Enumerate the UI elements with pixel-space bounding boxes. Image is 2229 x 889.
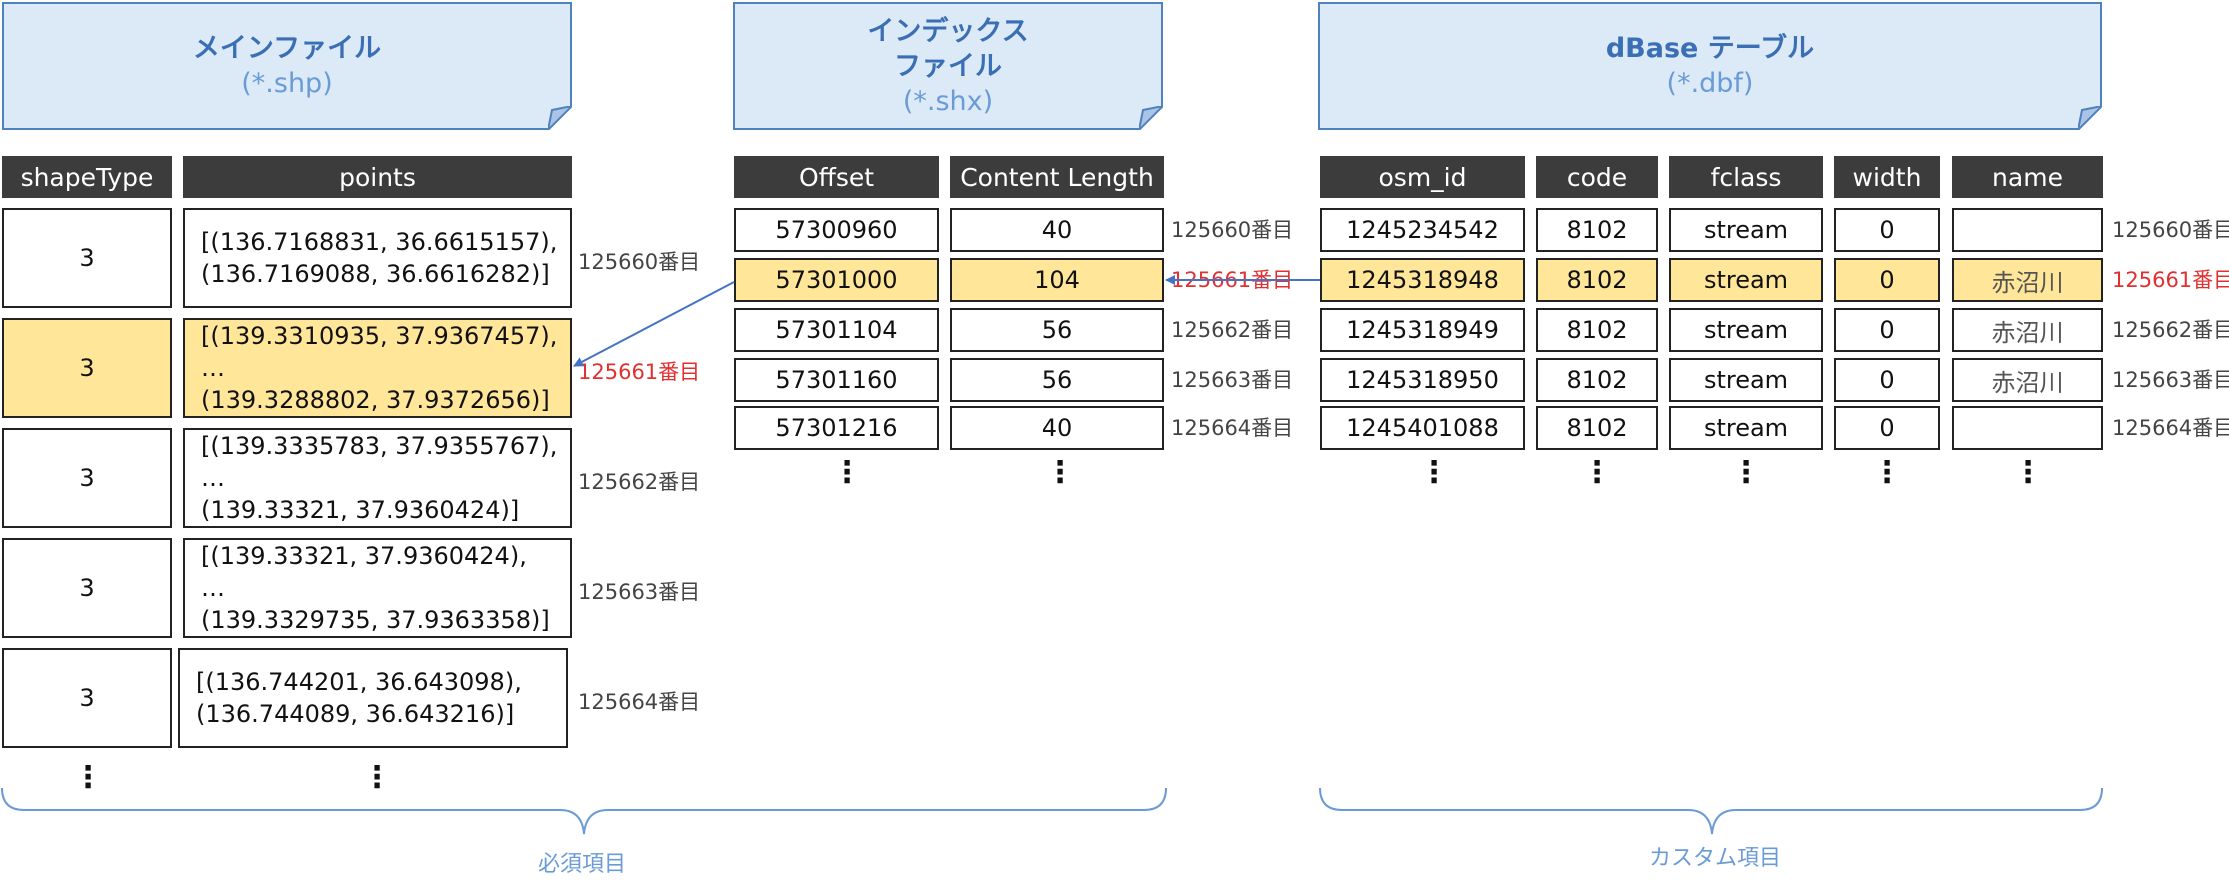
offset-cell: 57301216 [734, 406, 939, 450]
row-index-label: 125662番目 [2112, 318, 2229, 342]
main-file-note: メインファイル (*.shp) [2, 2, 572, 130]
ellipsis-vertical: ⋮ [832, 455, 862, 490]
column-header-name: name [1952, 156, 2103, 198]
row-index-label: 125661番目 [578, 360, 701, 384]
column-header-width: width [1834, 156, 1940, 198]
shapetype-cell: 3 [2, 428, 172, 528]
brace-required [1, 787, 1167, 835]
column-header-content-length: Content Length [950, 156, 1164, 198]
code-cell: 8102 [1536, 208, 1658, 252]
offset-cell: 57300960 [734, 208, 939, 252]
index-file-title-line1: インデックス [867, 15, 1029, 47]
column-header-shapetype: shapeType [2, 156, 172, 198]
row-index-label: 125661番目 [2112, 268, 2229, 292]
osm-id-cell: 1245318949 [1320, 308, 1525, 352]
row-index-label: 125662番目 [1171, 318, 1294, 342]
index-file-title-line2: ファイル [894, 50, 1002, 82]
name-cell: 赤沼川 [1952, 258, 2103, 302]
osm-id-cell: 1245401088 [1320, 406, 1525, 450]
main-file-subtitle: (*.shp) [241, 68, 333, 99]
column-header-fclass: fclass [1669, 156, 1823, 198]
shapetype-cell: 3 [2, 648, 172, 748]
row-index-label: 125663番目 [578, 580, 701, 604]
name-cell [1952, 406, 2103, 450]
points-cell: [(139.33321, 37.9360424), … (139.3329735… [183, 538, 572, 638]
dbase-file-title: dBase テーブル [1605, 33, 1815, 64]
row-index-label: 125663番目 [2112, 368, 2229, 392]
dbase-file-note: dBase テーブル (*.dbf) [1318, 2, 2102, 130]
name-cell: 赤沼川 [1952, 358, 2103, 402]
fclass-cell: stream [1669, 406, 1823, 450]
column-header-osm-id: osm_id [1320, 156, 1525, 198]
ellipsis-vertical: ⋮ [362, 760, 392, 795]
ellipsis-vertical: ⋮ [73, 760, 103, 795]
content-length-cell: 40 [950, 406, 1164, 450]
ellipsis-vertical: ⋮ [1045, 455, 1075, 490]
points-cell: [(139.3335783, 37.9355767), … (139.33321… [183, 428, 572, 528]
fclass-cell: stream [1669, 258, 1823, 302]
shapetype-cell: 3 [2, 538, 172, 638]
brace-custom [1319, 787, 2103, 835]
content-length-cell: 104 [950, 258, 1164, 302]
width-cell: 0 [1834, 358, 1940, 402]
width-cell: 0 [1834, 406, 1940, 450]
row-index-label: 125662番目 [578, 470, 701, 494]
column-header-offset: Offset [734, 156, 939, 198]
shapetype-cell: 3 [2, 208, 172, 308]
fclass-cell: stream [1669, 358, 1823, 402]
index-file-note: インデックス ファイル (*.shx) [733, 2, 1163, 130]
code-cell: 8102 [1536, 308, 1658, 352]
osm-id-cell: 1245234542 [1320, 208, 1525, 252]
column-header-code: code [1536, 156, 1658, 198]
fclass-cell: stream [1669, 308, 1823, 352]
ellipsis-vertical: ⋮ [2013, 455, 2043, 490]
points-cell: [(136.744201, 36.643098), (136.744089, 3… [178, 648, 568, 748]
offset-cell: 57301104 [734, 308, 939, 352]
shapetype-cell: 3 [2, 318, 172, 418]
name-cell: 赤沼川 [1952, 308, 2103, 352]
content-length-cell: 56 [950, 308, 1164, 352]
offset-cell: 57301000 [734, 258, 939, 302]
index-file-subtitle: (*.shx) [902, 85, 994, 117]
osm-id-cell: 1245318948 [1320, 258, 1525, 302]
ellipsis-vertical: ⋮ [1731, 455, 1761, 490]
row-index-label: 125663番目 [1171, 368, 1294, 392]
offset-cell: 57301160 [734, 358, 939, 402]
main-file-title: メインファイル [192, 33, 382, 64]
width-cell: 0 [1834, 308, 1940, 352]
row-index-label: 125664番目 [578, 690, 701, 714]
row-index-label: 125660番目 [1171, 218, 1294, 242]
folded-corner-icon [1139, 106, 1163, 130]
ellipsis-vertical: ⋮ [1872, 455, 1902, 490]
folded-corner-icon [548, 106, 572, 130]
row-index-label: 125664番目 [1171, 416, 1294, 440]
dbase-file-subtitle: (*.dbf) [1666, 68, 1754, 99]
ellipsis-vertical: ⋮ [1582, 455, 1612, 490]
width-cell: 0 [1834, 258, 1940, 302]
row-index-label: 125660番目 [2112, 218, 2229, 242]
arrow-index-to-main [573, 281, 735, 367]
name-cell [1952, 208, 2103, 252]
osm-id-cell: 1245318950 [1320, 358, 1525, 402]
code-cell: 8102 [1536, 406, 1658, 450]
width-cell: 0 [1834, 208, 1940, 252]
ellipsis-vertical: ⋮ [1419, 455, 1449, 490]
brace-label-custom: カスタム項目 [1649, 846, 1782, 871]
brace-label-required: 必須項目 [538, 852, 627, 877]
row-index-label: 125660番目 [578, 250, 701, 274]
code-cell: 8102 [1536, 358, 1658, 402]
fclass-cell: stream [1669, 208, 1823, 252]
row-index-label: 125664番目 [2112, 416, 2229, 440]
points-cell: [(139.3310935, 37.9367457), … (139.32888… [183, 318, 572, 418]
column-header-points: points [183, 156, 572, 198]
code-cell: 8102 [1536, 258, 1658, 302]
points-cell: [(136.7168831, 36.6615157), (136.7169088… [183, 208, 572, 308]
content-length-cell: 56 [950, 358, 1164, 402]
folded-corner-icon [2078, 106, 2102, 130]
content-length-cell: 40 [950, 208, 1164, 252]
